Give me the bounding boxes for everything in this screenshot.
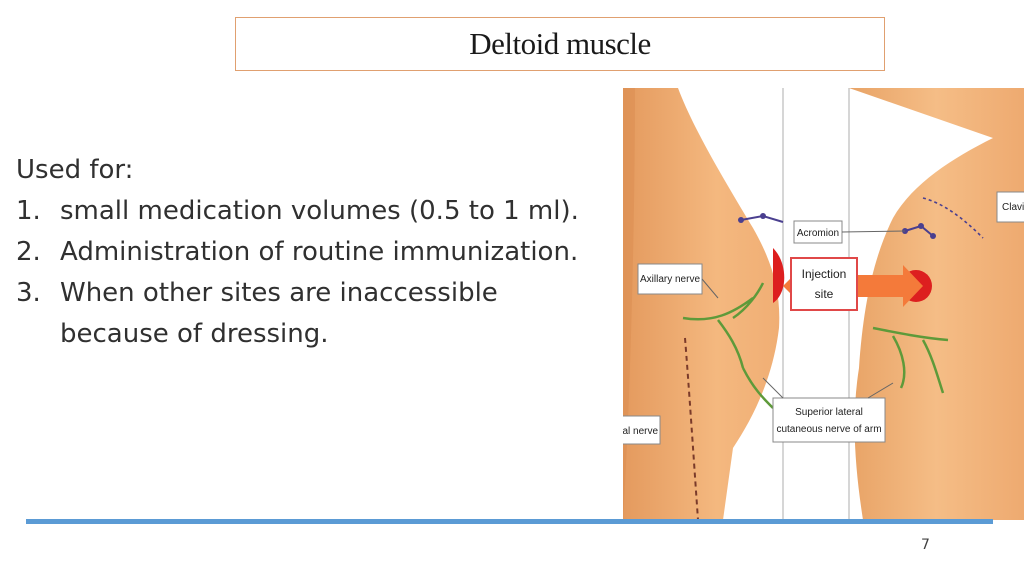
page-number: 7 <box>921 537 930 553</box>
list-item: 3. When other sites are inaccessible <box>16 273 579 314</box>
list-item: 1. small medication volumes (0.5 to 1 ml… <box>16 191 579 232</box>
label-axillary-nerve: Axillary nerve <box>640 274 700 285</box>
radial-nerve-path <box>684 337 699 520</box>
left-shoulder-skin <box>623 88 780 520</box>
footer-bar <box>26 519 993 524</box>
list-number: 2. <box>16 237 41 267</box>
slide-title: Deltoid muscle <box>469 26 651 61</box>
label-superior-lateral: Superior lateral <box>795 407 863 418</box>
label-site: site <box>815 287 834 301</box>
label-box-superior <box>772 397 886 443</box>
label-radial-nerve: Radial nerve <box>623 426 659 437</box>
list-text: When other sites are inaccessible <box>60 278 498 308</box>
left-injection-dot <box>773 248 785 303</box>
label-injection: Injection <box>802 267 847 281</box>
title-box: Deltoid muscle <box>235 17 885 71</box>
label-cutaneous-nerve: cutaneous nerve of arm <box>776 424 881 435</box>
deltoid-illustration: Axillary nerve Acromion Injection site C… <box>623 88 1024 520</box>
label-box-radial <box>623 415 661 445</box>
list-text: because of dressing. <box>60 319 329 349</box>
right-shoulder-skin <box>849 88 1024 520</box>
right-nerve-branches <box>872 326 949 394</box>
body-text: Used for: 1. small medication volumes (0… <box>16 150 579 355</box>
label-box-injection <box>790 257 858 311</box>
list-text: small medication volumes (0.5 to 1 ml). <box>60 196 579 226</box>
list-text: Administration of routine immunization. <box>60 237 579 267</box>
label-box-clavicle <box>996 191 1024 223</box>
list-number: 1. <box>16 196 41 226</box>
list-number: 3. <box>16 278 41 308</box>
label-clavicle: Clavi <box>1002 202 1024 213</box>
list-item: 2. Administration of routine immunizatio… <box>16 232 579 273</box>
left-nerve-branches <box>682 282 774 409</box>
label-acromion: Acromion <box>797 228 839 239</box>
list-item-continuation: because of dressing. <box>16 314 579 355</box>
injection-arrow <box>851 265 923 307</box>
intro-text: Used for: <box>16 155 134 185</box>
label-box-axillary <box>637 263 703 295</box>
